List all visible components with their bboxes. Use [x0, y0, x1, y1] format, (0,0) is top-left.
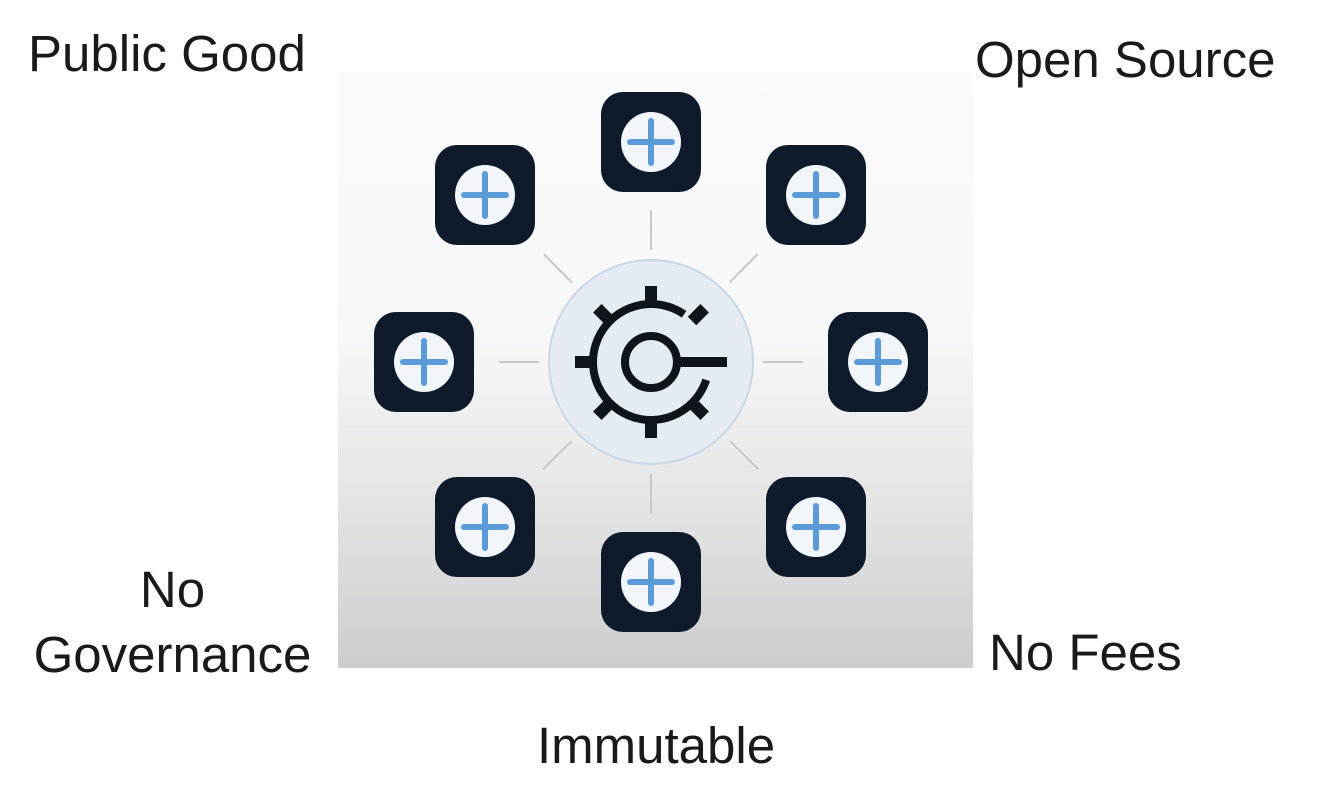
label-no-governance-line2: Governance — [33, 625, 312, 683]
gear-icon — [575, 286, 727, 438]
label-no-governance: No Governance — [20, 558, 325, 688]
node-bottom — [601, 532, 701, 632]
nodes — [374, 92, 928, 632]
network-diagram-panel — [338, 72, 973, 668]
node-top-right — [766, 145, 866, 245]
plus-icon — [394, 332, 454, 392]
plus-icon — [848, 332, 908, 392]
connector-line — [543, 253, 573, 284]
label-public-good: Public Good — [28, 25, 306, 82]
central-hub — [548, 259, 754, 465]
plus-icon — [455, 165, 515, 225]
node-left — [374, 312, 474, 412]
node-top — [601, 92, 701, 192]
label-open-source: Open Source — [975, 31, 1276, 88]
plus-icon — [455, 497, 515, 557]
label-immutable: Immutable — [537, 717, 776, 774]
label-no-governance-line1: No — [139, 561, 206, 618]
plus-icon — [621, 112, 681, 172]
connector-line — [729, 440, 760, 471]
plus-icon — [786, 165, 846, 225]
plus-icon — [786, 497, 846, 557]
node-bottom-right — [766, 477, 866, 577]
plus-icon — [621, 552, 681, 612]
network-diagram — [374, 92, 928, 632]
connector-line — [542, 440, 573, 470]
label-no-fees: No Fees — [989, 624, 1182, 681]
node-right — [828, 312, 928, 412]
connector-line — [728, 253, 759, 284]
node-top-left — [435, 145, 535, 245]
connectors — [499, 210, 803, 514]
node-bottom-left — [435, 477, 535, 577]
